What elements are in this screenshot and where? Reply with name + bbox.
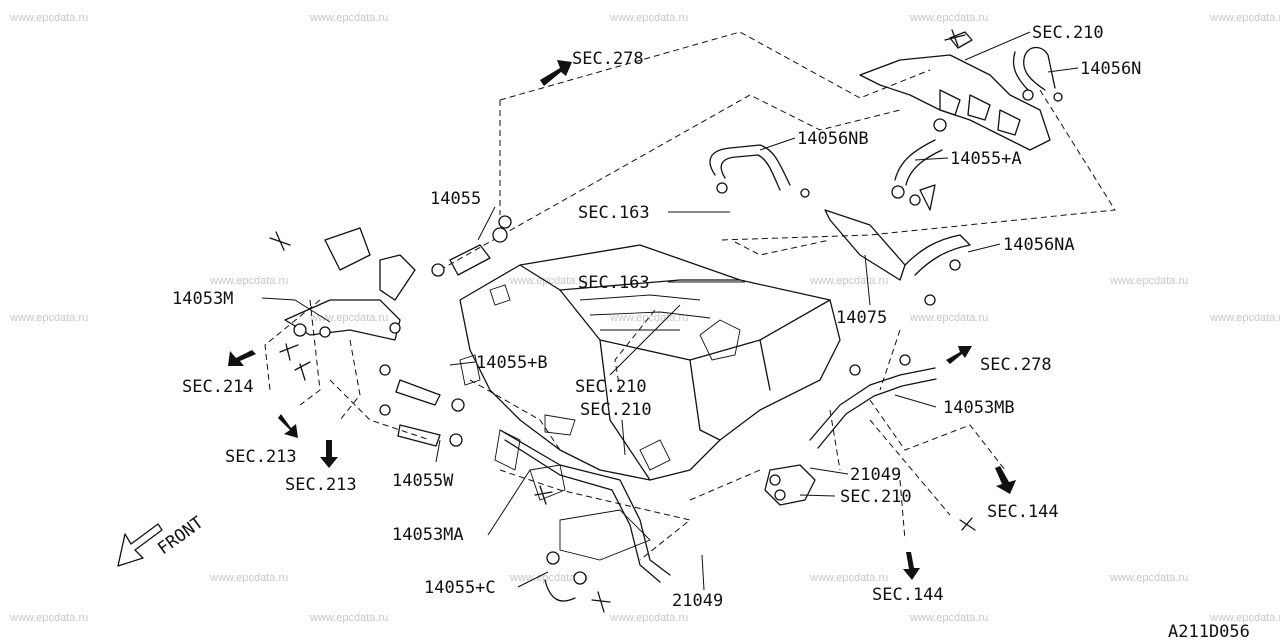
leader-lines — [261, 31, 1079, 591]
intake-manifold-part — [859, 31, 1051, 151]
part-14053M — [284, 227, 416, 341]
label-14075: 14075 — [836, 308, 887, 328]
arrow-sec213-b — [320, 440, 338, 468]
label-14055A: 14055+A — [950, 149, 1022, 169]
label-sec213-b: SEC.213 — [285, 475, 357, 495]
bracket-14075 — [824, 184, 936, 281]
hose-14056NB — [709, 144, 810, 198]
watermark: www.epcdata.ru — [9, 312, 88, 324]
dashed-reference-lines — [264, 31, 1116, 561]
pipe-14053MB — [809, 354, 937, 449]
label-sec163-a: SEC.163 — [578, 203, 650, 223]
hose-14056N — [1012, 46, 1063, 102]
watermark: www.epcdata.ru — [309, 12, 388, 24]
label-sec210-mid1: SEC.210 — [575, 377, 647, 397]
arrow-sec214 — [228, 350, 256, 366]
label-14056NB: 14056NB — [797, 129, 869, 149]
watermark: www.epcdata.ru — [509, 275, 588, 287]
front-arrow-icon — [117, 523, 163, 567]
label-sec278-top: SEC.278 — [572, 49, 644, 69]
watermark: www.epcdata.ru — [909, 312, 988, 324]
watermark: www.epcdata.ru — [309, 312, 388, 324]
arrow-sec278-top — [540, 60, 572, 86]
watermark: www.epcdata.ru — [209, 572, 288, 584]
watermark: www.epcdata.ru — [809, 572, 888, 584]
hose-14055 — [431, 215, 512, 277]
pipe-14053MA — [499, 429, 671, 602]
diagram-code: A211D056 — [1168, 622, 1250, 640]
label-sec214: SEC.214 — [182, 377, 254, 397]
watermark: www.epcdata.ru — [1109, 275, 1188, 287]
watermark: www.epcdata.ru — [609, 12, 688, 24]
arrow-sec278-right — [946, 346, 972, 364]
label-14053MB: 14053MB — [943, 398, 1015, 418]
part-labels: SEC.210 14056N SEC.278 14056NB 14055+A 1… — [172, 23, 1250, 642]
label-21049-b: 21049 — [672, 591, 723, 611]
label-14053MA: 14053MA — [392, 525, 464, 545]
arrow-sec144-b — [903, 552, 920, 580]
label-14055B: 14055+B — [476, 353, 548, 373]
watermark-layer: www.epcdata.ru www.epcdata.ru www.epcdat… — [9, 12, 1280, 624]
bolts — [269, 29, 976, 613]
watermark: www.epcdata.ru — [1209, 312, 1280, 324]
watermark: www.epcdata.ru — [209, 275, 288, 287]
label-21049-a: 21049 — [850, 465, 901, 485]
label-sec210-top: SEC.210 — [1032, 23, 1104, 43]
label-sec163-b: SEC.163 — [578, 273, 650, 293]
watermark: www.epcdata.ru — [1209, 612, 1280, 624]
watermark: www.epcdata.ru — [309, 612, 388, 624]
front-label: FRONT — [154, 513, 207, 559]
watermark: www.epcdata.ru — [509, 572, 588, 584]
label-sec278-right: SEC.278 — [980, 355, 1052, 375]
label-sec144-b: SEC.144 — [872, 585, 944, 605]
watermark: www.epcdata.ru — [609, 612, 688, 624]
watermark: www.epcdata.ru — [909, 12, 988, 24]
label-14055C: 14055+C — [424, 578, 496, 598]
arrow-sec213-a — [278, 414, 298, 438]
direction-arrows — [228, 60, 1016, 580]
hose-14055A — [891, 118, 947, 199]
watermark: www.epcdata.ru — [1209, 12, 1280, 24]
engine-block — [459, 244, 841, 561]
hose-14055W — [379, 404, 463, 447]
label-sec144-a: SEC.144 — [987, 502, 1059, 522]
watermark: www.epcdata.ru — [9, 12, 88, 24]
hose-14056NA — [904, 234, 971, 306]
front-indicator: FRONT — [117, 513, 207, 567]
watermark: www.epcdata.ru — [1109, 572, 1188, 584]
label-sec210-low: SEC.210 — [840, 487, 912, 507]
thermostat-housing — [764, 464, 816, 506]
label-sec210-mid2: SEC.210 — [580, 400, 652, 420]
watermark: www.epcdata.ru — [909, 612, 988, 624]
label-14055W: 14055W — [392, 471, 454, 491]
arrow-sec144-a — [995, 466, 1016, 494]
label-14056N: 14056N — [1080, 59, 1141, 79]
label-14056NA: 14056NA — [1003, 235, 1075, 255]
label-sec213-a: SEC.213 — [225, 447, 297, 467]
watermark: www.epcdata.ru — [9, 612, 88, 624]
label-14055: 14055 — [430, 189, 481, 209]
hose-14055B — [379, 364, 465, 412]
label-14053M: 14053M — [172, 289, 233, 309]
watermark: www.epcdata.ru — [809, 275, 888, 287]
